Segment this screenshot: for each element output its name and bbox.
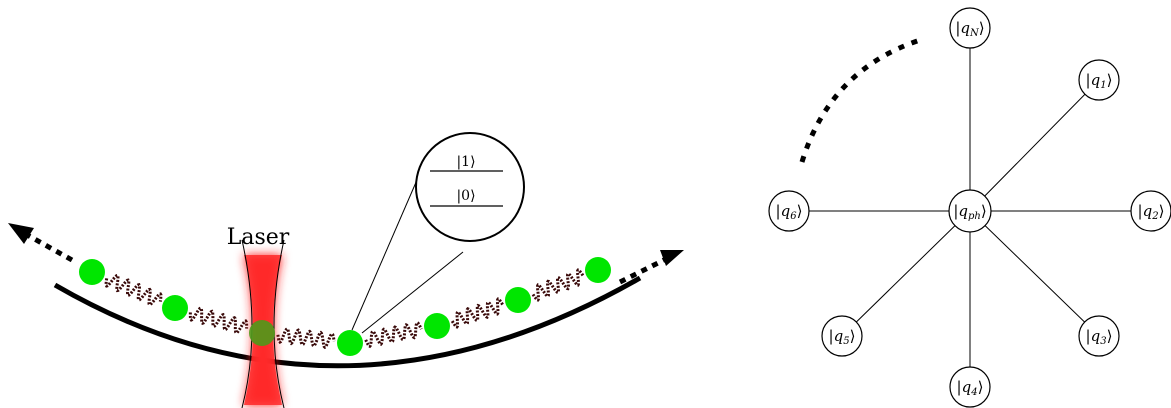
node-qph: |qph⟩	[948, 189, 992, 233]
excited-state-label: |1⟩	[456, 154, 475, 170]
node-q4: |q4⟩	[949, 366, 991, 408]
dotted-arc	[799, 37, 921, 163]
phonon-wiggle	[450, 297, 505, 329]
laser-label: Laser	[227, 225, 290, 250]
node-q1: |q1⟩	[1078, 59, 1120, 101]
phonon-wiggles	[104, 268, 585, 350]
edge-q3	[969, 210, 1100, 337]
ion	[337, 330, 363, 356]
edge-q5	[841, 210, 971, 337]
ion-trap-panel: Laser |1⟩ |0⟩	[8, 132, 684, 408]
node-qN: |qN⟩	[949, 7, 991, 49]
node-q3: |q3⟩	[1078, 315, 1120, 357]
ion	[424, 313, 450, 339]
inset-connector-line	[361, 251, 464, 334]
phonon-wiggle	[364, 320, 423, 349]
ion	[585, 257, 611, 283]
ion	[505, 287, 531, 313]
edge-q1	[969, 79, 1100, 212]
node-q4-label: |q4⟩	[957, 378, 984, 398]
graph-nodes: |qN⟩ |q1⟩ |q2⟩ |q3⟩ |q4⟩ |q5⟩ |q6⟩ |qph⟩	[768, 7, 1171, 408]
right-dotted-arrow	[618, 250, 684, 285]
node-q3-label: |q3⟩	[1086, 327, 1113, 347]
node-q6: |q6⟩	[768, 190, 810, 232]
star-graph-panel: |qN⟩ |q1⟩ |q2⟩ |q3⟩ |q4⟩ |q5⟩ |q6⟩ |qph⟩	[768, 7, 1171, 408]
node-q6-label: |q6⟩	[776, 202, 803, 222]
node-q5: |q5⟩	[821, 315, 863, 357]
ground-state-label: |0⟩	[456, 188, 475, 204]
energy-level-inset: |1⟩ |0⟩	[415, 132, 525, 242]
node-q5-label: |q5⟩	[829, 327, 856, 347]
phonon-wiggle	[188, 306, 249, 335]
node-qph-label: |qph⟩	[953, 202, 986, 222]
ion	[162, 295, 188, 321]
phonon-wiggle	[531, 268, 585, 302]
phonon-wiggle	[276, 326, 336, 350]
trap-potential-curve	[53, 275, 642, 369]
node-q2: |q2⟩	[1130, 190, 1171, 232]
left-dotted-arrow	[8, 223, 74, 263]
phonon-wiggle	[104, 273, 163, 307]
ion	[249, 320, 275, 346]
inset-connector-line	[351, 179, 418, 331]
graph-edges	[789, 28, 1151, 387]
trapped-ions	[79, 257, 611, 356]
node-qN-label: |qN⟩	[955, 19, 984, 39]
node-q2-label: |q2⟩	[1138, 202, 1165, 222]
ion	[79, 259, 105, 285]
node-q1-label: |q1⟩	[1086, 71, 1113, 91]
